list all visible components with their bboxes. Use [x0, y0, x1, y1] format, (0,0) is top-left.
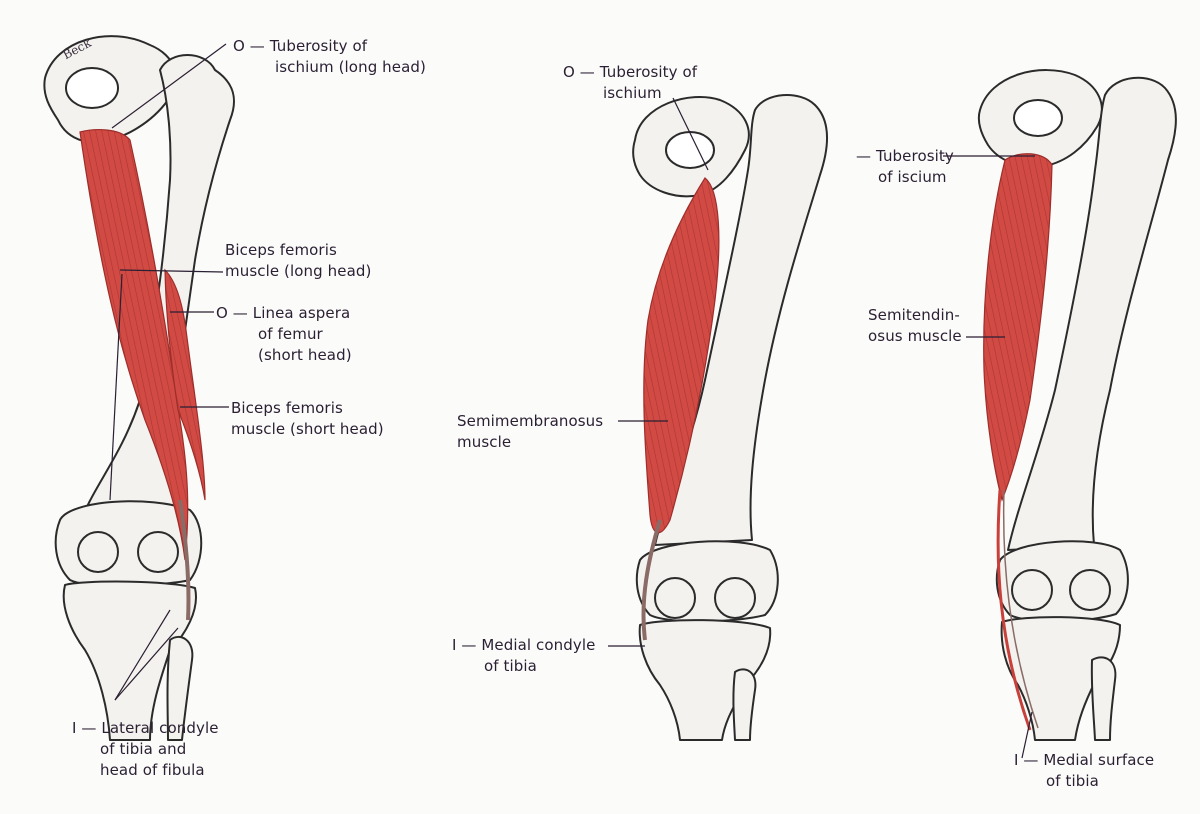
label-biceps-short-head: Biceps femoris muscle (short head): [231, 399, 384, 438]
middle-muscles: [641, 177, 720, 641]
label-middle-origin: O — Tuberosity of ischium: [563, 63, 698, 102]
middle-fibula: [732, 668, 757, 741]
biceps-long-head: [79, 129, 189, 561]
left-fibula: [166, 635, 194, 741]
label-middle-insertion: I — Medial condyle of tibia: [452, 636, 596, 675]
right-leader-lines: [943, 155, 1035, 759]
label-right-insertion: I — Medial surface of tibia: [1014, 751, 1155, 790]
right-tendon: [996, 489, 1032, 731]
middle-femur: [654, 93, 828, 546]
right-femur: [1007, 76, 1177, 551]
semitendinosus: [983, 153, 1053, 502]
label-right-origin: — Tuberosity of iscium: [856, 147, 954, 186]
middle-leg-bones: [632, 93, 828, 741]
label-biceps-long-head: Biceps femoris muscle (long head): [225, 241, 372, 280]
label-left-insertion: I — Lateral condyle of tibia and head of…: [72, 719, 219, 779]
right-fibula: [1090, 656, 1117, 741]
middle-leader-lines: [608, 97, 709, 647]
label-semitendinosus: Semitendin- osus muscle: [868, 306, 962, 345]
label-linea-aspera: O — Linea aspera of femur (short head): [216, 304, 352, 364]
biceps-short-head: [164, 268, 206, 501]
label-left-origin-ischium: O — Tuberosity of ischium (long head): [233, 37, 426, 76]
middle-tendon: [641, 519, 662, 641]
left-tendon: [178, 499, 191, 621]
left-leader-lines: [109, 43, 229, 701]
left-obturator: [65, 67, 119, 109]
label-semimembranosus: Semimembranosus muscle: [457, 412, 604, 451]
left-muscles: [79, 129, 206, 621]
right-muscles: [983, 153, 1053, 731]
